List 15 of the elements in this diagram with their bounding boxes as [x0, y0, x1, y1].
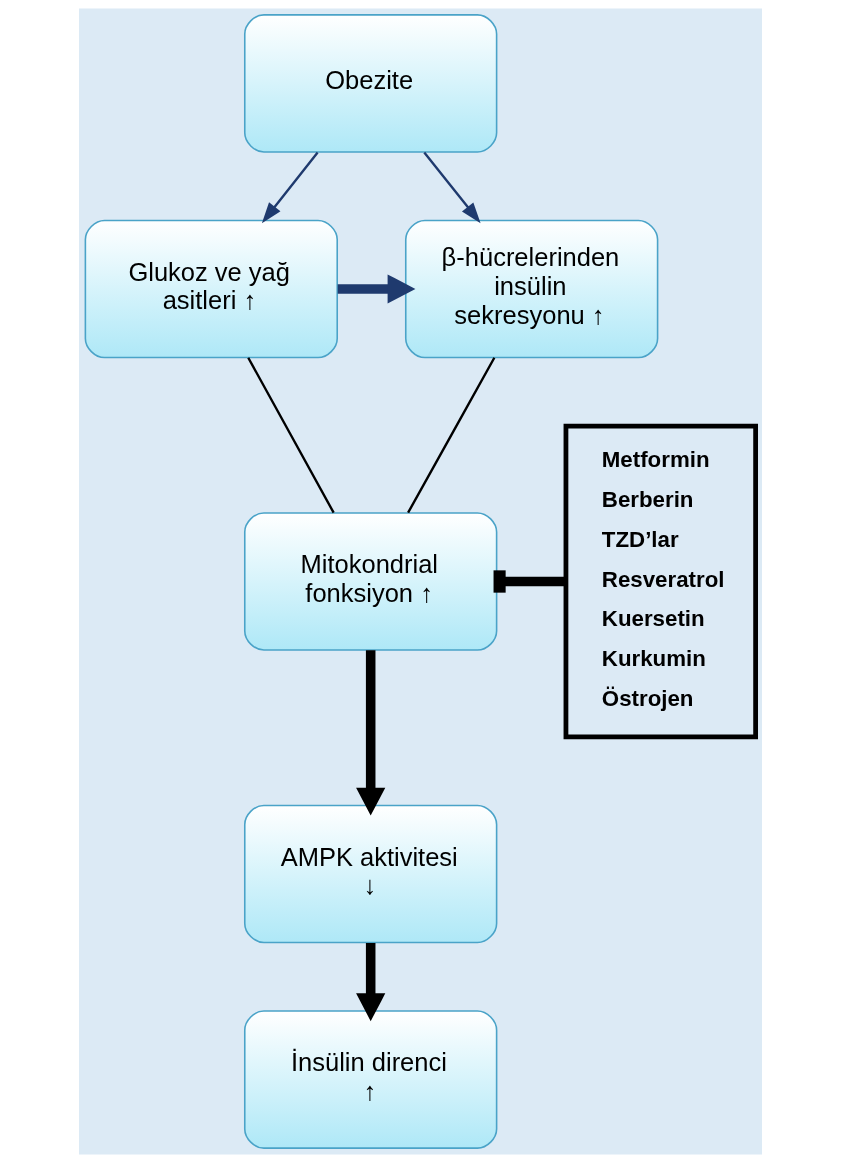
arrow: [356, 943, 386, 1022]
arrow: [356, 650, 386, 816]
arrow: [261, 151, 319, 224]
node-box: Glukoz ve yağ asitleri ↑: [84, 219, 338, 359]
node-box: İnsülin direnci ↑: [243, 1010, 498, 1149]
connector: [493, 570, 566, 593]
connector: [247, 357, 335, 514]
arrow: [423, 151, 481, 224]
connector: [407, 357, 496, 514]
arrow: [337, 274, 416, 304]
node-box: Mitokondrial fonksiyon ↑: [243, 512, 498, 651]
node-box: AMPK aktivitesi ↓: [243, 804, 498, 944]
node-box: β-hücrelerinden insülin sekresyonu ↑: [404, 219, 659, 359]
node-box: Metformin Berberin TZD’lar Resveratrol Kuersetin Kurkumin Östrojen: [563, 423, 758, 740]
node-box: Obezite: [243, 14, 498, 153]
